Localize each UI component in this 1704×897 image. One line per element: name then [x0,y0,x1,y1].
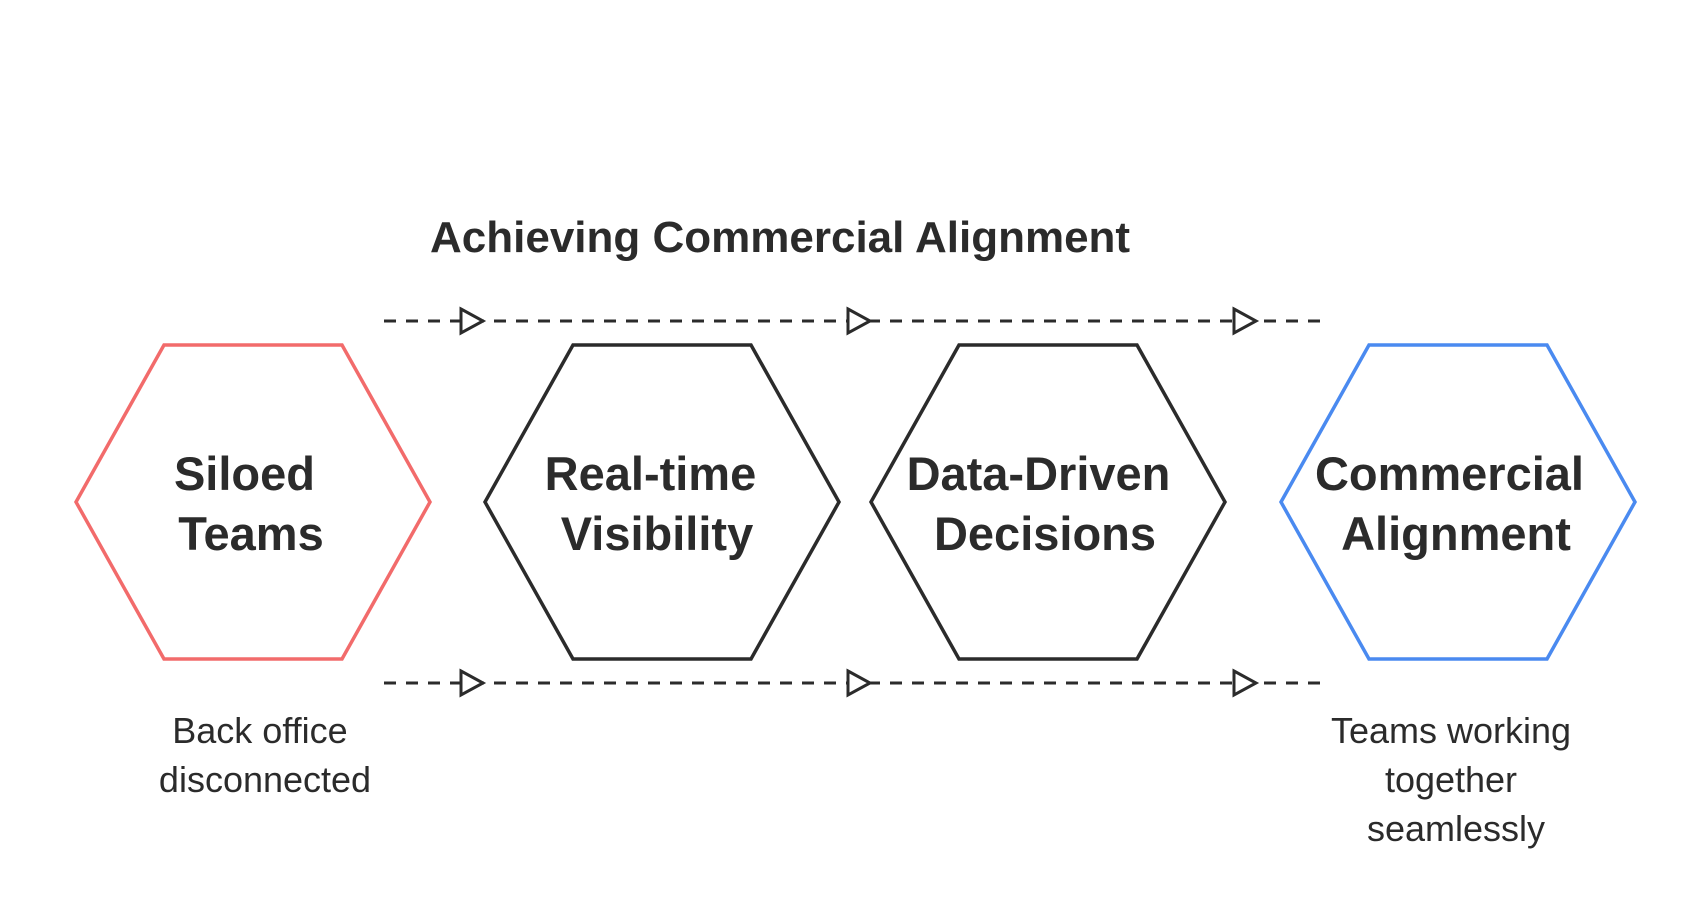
svg-text:Siloed Teams: Siloed Teams [174,447,328,560]
step-4-description-line-1: Teams working [1331,710,1571,751]
step-2-label-line-2: Visibility [561,507,753,560]
step-3-label-line-1: Data-Driven [907,447,1171,500]
step-1-label-line-1: Siloed [174,447,315,500]
step-siloed-teams: Siloed Teams Back office disconnected [73,343,433,800]
arrow-right-icon [1232,668,1260,698]
arrow-right-icon [1232,306,1260,336]
flow-line-bottom [384,668,1330,698]
arrow-right-icon [459,306,487,336]
arrow-right-icon [846,306,874,336]
step-1-description-line-2: disconnected [159,759,371,800]
step-commercial-alignment: Commercial Alignment Teams working toget… [1278,343,1638,849]
diagram-title: Achieving Commercial Alignment [430,213,1130,262]
step-1-description-line-1: Back office [172,710,347,751]
flow-line-top [384,306,1330,336]
step-2-label-line-1: Real-time [545,447,757,500]
step-4-label-line-1: Commercial [1315,447,1584,500]
hexagon-step-3 [868,343,1228,661]
svg-text:Real-time Visibility: Real-time Visibility [545,447,770,560]
svg-text:Data-Driven Decisions: Data-Driven Decisions [907,447,1184,560]
svg-text:Back office disconnected: Back office disconnected [159,710,371,800]
step-data-driven-decisions: Data-Driven Decisions [868,343,1228,661]
svg-text:Commercial Alignment: Commercial Alignment [1315,447,1597,560]
arrow-right-icon [846,668,874,698]
svg-text:Teams working together: Teams working together seamlessly [1331,710,1581,849]
hexagon-step-2 [482,343,842,661]
step-3-label-line-2: Decisions [934,507,1156,560]
arrow-right-icon [459,668,487,698]
hexagon-step-4 [1278,343,1638,661]
hexagon-step-1 [73,343,433,661]
step-4-description-line-3: seamlessly [1367,808,1545,849]
step-4-description-line-2: together [1385,759,1517,800]
step-4-label-line-2: Alignment [1341,507,1571,560]
step-1-label-line-2: Teams [178,507,323,560]
step-real-time-visibility: Real-time Visibility [482,343,842,661]
